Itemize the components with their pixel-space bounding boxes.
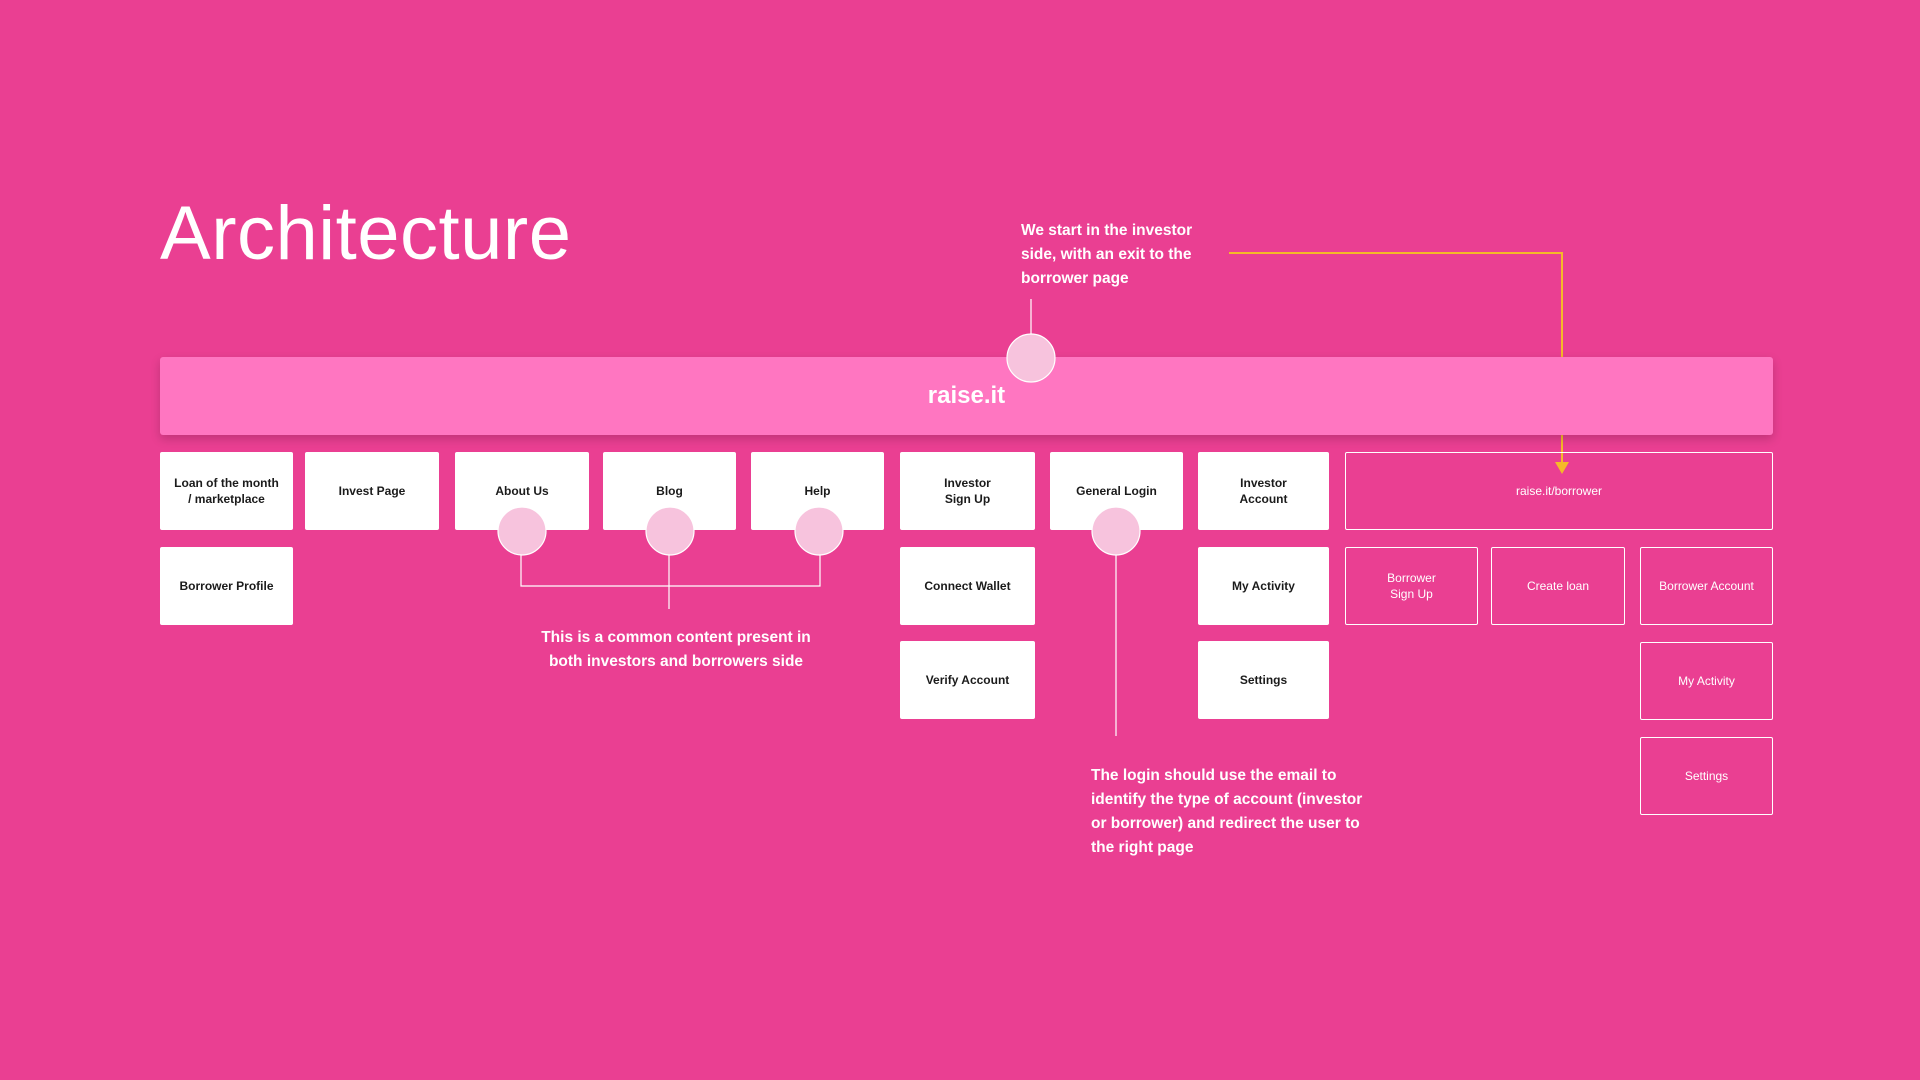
node-verify-account: Verify Account [900,641,1035,719]
node-create-loan: Create loan [1491,547,1625,625]
root-node-label: raise.it [927,382,1006,409]
common-bracket-line [520,550,821,587]
node-investor-my-activity: My Activity [1198,547,1329,625]
node-investor-account: Investor Account [1198,452,1329,530]
node-connect-wallet: Connect Wallet [900,547,1035,625]
node-borrower-sign-up: Borrower Sign Up [1345,547,1478,625]
root-node-raise-it: raise.it [160,357,1773,435]
annotation-marker-icon [794,506,844,556]
node-investor-sign-up: Investor Sign Up [900,452,1035,530]
node-invest-page: Invest Page [305,452,439,530]
annotation-start: We start in the investor side, with an e… [1021,222,1193,287]
annotation-marker-icon [497,506,547,556]
node-borrower-settings: Settings [1640,737,1773,815]
annotation-marker-icon [1091,506,1141,556]
node-borrower-my-activity: My Activity [1640,642,1773,720]
node-borrower-account: Borrower Account [1640,547,1773,625]
node-investor-settings: Settings [1198,641,1329,719]
node-borrower-root: raise.it/borrower [1345,452,1773,530]
node-loan-of-the-month: Loan of the month / marketplace [160,452,293,530]
annotation-login: The login should use the email to identi… [1091,767,1363,856]
node-borrower-profile: Borrower Profile [160,547,293,625]
arrow-head-icon [1555,462,1569,474]
page-title: Architecture [160,191,572,276]
annotation-marker-icon [1006,333,1056,383]
annotation-common: This is a common content present in both… [541,629,811,670]
annotation-marker-icon [645,506,695,556]
